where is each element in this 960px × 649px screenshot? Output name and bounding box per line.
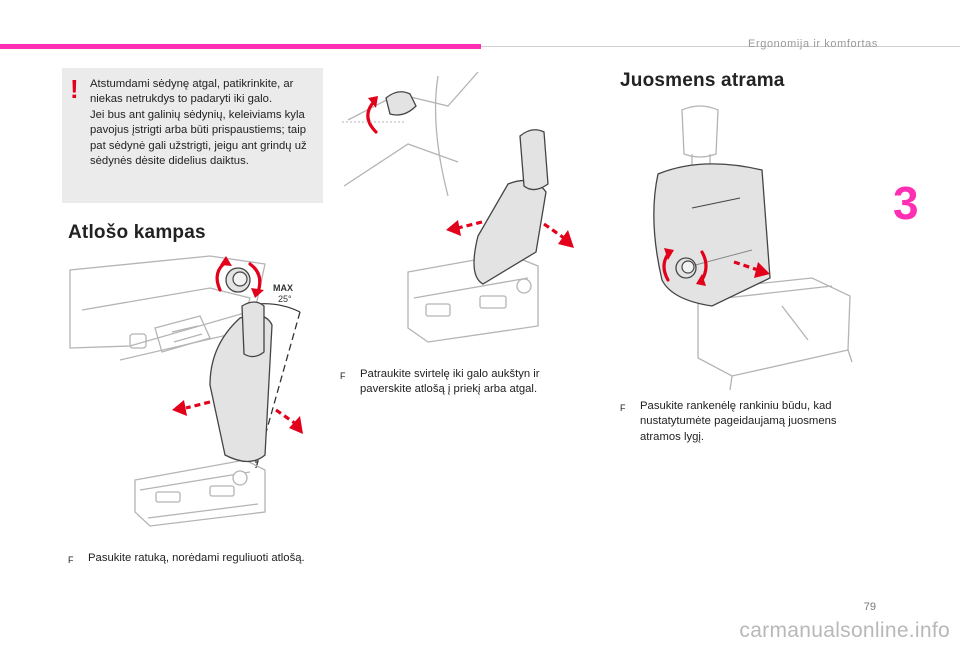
lumbar-instruction-text: Pasukite rankenėlę rankiniu būdu, kad nu…	[640, 400, 837, 443]
backrest-heading: Atlošo kampas	[68, 222, 206, 243]
section-title: Ergonomija ir komfortas	[748, 38, 878, 50]
bullet-icon: F	[340, 371, 346, 381]
watermark: carmanualsonline.info	[739, 619, 950, 642]
header-rule	[481, 46, 960, 47]
bullet-icon: F	[620, 403, 626, 413]
backrest-lever-figure	[342, 71, 574, 343]
lumbar-heading: Juosmens atrama	[620, 70, 785, 91]
header-accent-bar	[0, 44, 481, 49]
backrest-instruction-text: Pasukite ratuką, norėdami reguliuoti atl…	[88, 552, 305, 564]
max-label: MAX	[273, 283, 293, 293]
bullet-icon: F	[68, 555, 74, 565]
warning-text: Atstumdami sėdynę atgal, patikrinkite, a…	[90, 78, 307, 168]
warning-box	[62, 68, 323, 203]
lumbar-instruction: F Pasukite rankenėlę rankiniu būdu, kad …	[620, 399, 860, 445]
backrest-instruction: F Pasukite ratuką, norėdami reguliuoti a…	[68, 551, 348, 568]
page-number: 79	[863, 601, 876, 613]
chapter-number: 3	[893, 177, 919, 229]
lever-instruction-text: Patraukite svirtelę iki galo aukštyn ir …	[360, 368, 540, 396]
angle-label: 25°	[278, 294, 292, 304]
lever-instruction: F Patraukite svirtelę iki galo aukštyn i…	[340, 367, 590, 398]
exclamation-icon: !	[70, 74, 79, 104]
lumbar-support-figure	[653, 105, 853, 391]
backrest-angle-figure: MAX 25°	[69, 255, 303, 527]
